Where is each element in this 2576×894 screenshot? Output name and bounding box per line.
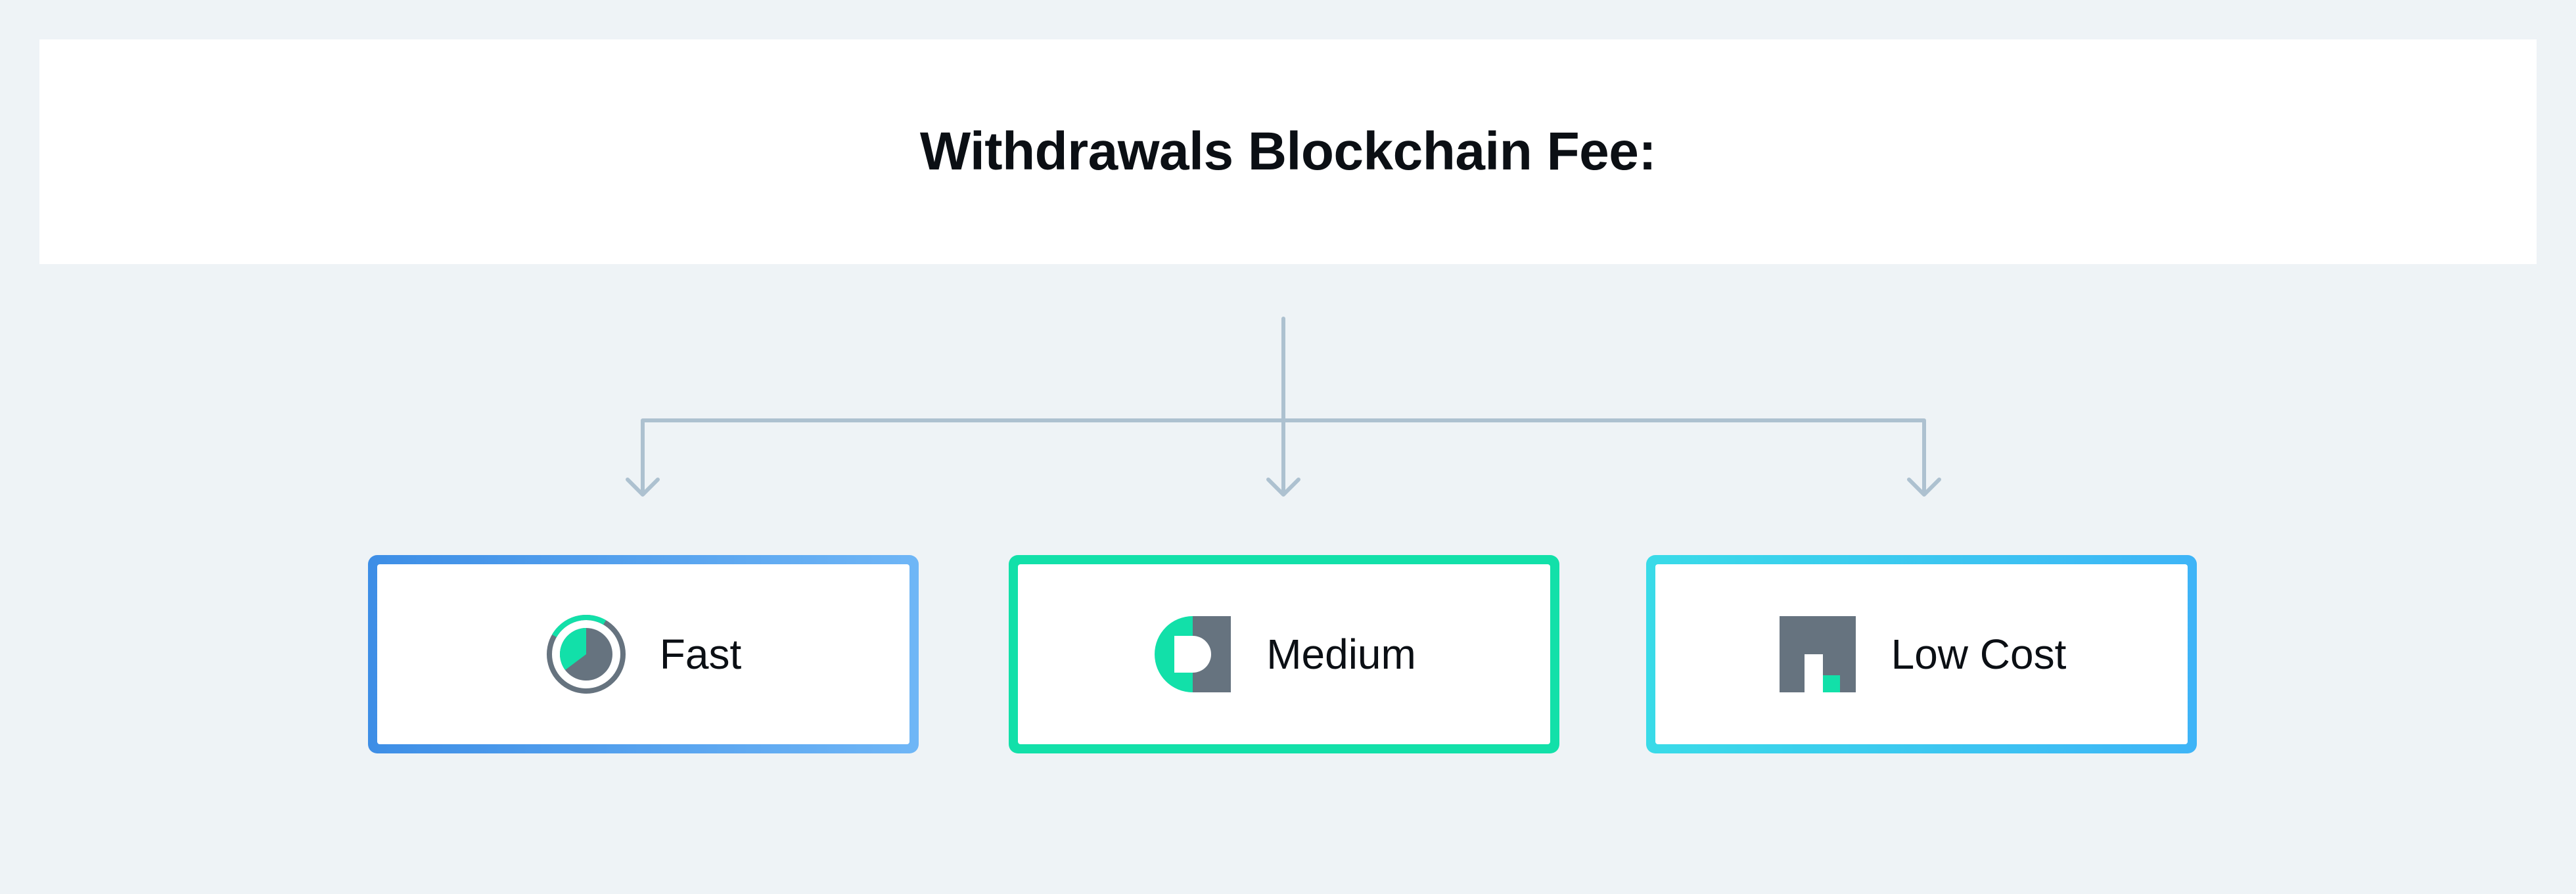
- option-label-medium: Medium: [1266, 631, 1416, 678]
- connector-branch-bar: [641, 418, 1926, 495]
- stopwatch-icon: [545, 614, 627, 695]
- arrowhead-fast: [626, 478, 660, 497]
- option-card-medium: Medium: [1009, 555, 1559, 753]
- title-banner: Withdrawals Blockchain Fee:: [39, 39, 2537, 264]
- option-card-low-cost: Low Cost: [1646, 555, 2197, 753]
- diagram-title: Withdrawals Blockchain Fee:: [919, 122, 1657, 181]
- option-label-low-cost: Low Cost: [1891, 631, 2067, 678]
- arrowhead-low-cost: [1907, 478, 1941, 497]
- half-circle-icon: [1152, 614, 1233, 695]
- option-card-fast: Fast: [368, 555, 919, 753]
- bar-steps-icon: [1777, 614, 1858, 695]
- arrowhead-medium: [1266, 478, 1300, 497]
- option-label-fast: Fast: [659, 631, 742, 678]
